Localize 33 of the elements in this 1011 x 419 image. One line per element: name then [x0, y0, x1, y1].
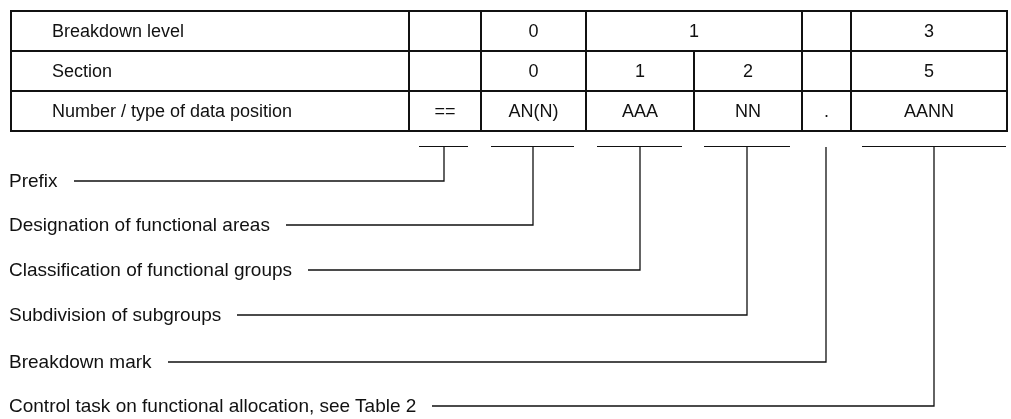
table-value: ==: [434, 100, 456, 122]
row-header: Breakdown level: [52, 20, 185, 42]
bracket-line: [419, 146, 468, 147]
table-value: 0: [528, 60, 539, 82]
bracket-line: [704, 146, 790, 147]
table-value: 3: [924, 20, 934, 42]
callout-text: Breakdown mark: [9, 351, 152, 373]
table-value: AANN: [904, 100, 954, 122]
table-value: AN(N): [508, 100, 559, 122]
row-header: Section: [52, 60, 113, 82]
leader-line: [73, 146, 445, 182]
bracket-line: [491, 146, 574, 147]
leader-line: [431, 146, 935, 407]
leader-line: [236, 146, 748, 316]
callout-text: Classification of functional groups: [9, 259, 293, 281]
table-value: 1: [635, 60, 645, 82]
table-value: 0: [528, 20, 539, 42]
callout-text: Subdivision of subgroups: [9, 304, 222, 326]
leader-line: [167, 146, 827, 363]
callout-text: Prefix: [9, 170, 58, 192]
leader-line: [285, 146, 534, 226]
callout-text: Control task on functional allocation, see Table 2: [9, 395, 417, 417]
table-value: 1: [689, 20, 699, 42]
table-value: .: [824, 100, 829, 122]
table-value: AAA: [622, 100, 658, 122]
table-value: 2: [743, 60, 753, 82]
bracket-line: [862, 146, 1006, 147]
leader-line: [307, 146, 641, 271]
table-value: NN: [735, 100, 761, 122]
row-header: Number / type of data position: [52, 100, 293, 122]
bracket-line: [597, 146, 682, 147]
table-value: 5: [924, 60, 934, 82]
callout-text: Designation of functional areas: [9, 214, 270, 236]
